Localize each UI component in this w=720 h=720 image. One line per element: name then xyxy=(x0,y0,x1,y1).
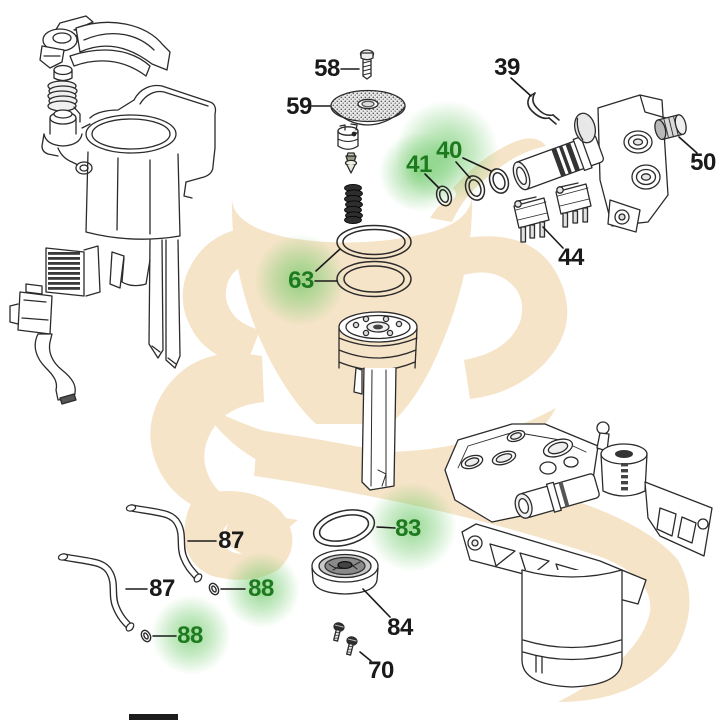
wire-clip-39 xyxy=(527,92,560,125)
piston xyxy=(338,311,418,491)
valve-cap-84 xyxy=(311,549,379,595)
hose-87-b xyxy=(57,553,135,632)
bushing-50 xyxy=(654,114,687,141)
microswitch-2 xyxy=(555,182,592,228)
o-ring-40-a xyxy=(464,175,486,201)
solenoid-valve-assembly xyxy=(512,94,669,233)
bottom-edge-artifact xyxy=(129,714,178,720)
screw-70-a xyxy=(333,622,345,642)
part-label-70: 70 xyxy=(368,657,394,684)
brew-chamber-assembly xyxy=(9,15,217,405)
part-label-59: 59 xyxy=(286,93,312,120)
leader-lines xyxy=(125,68,698,662)
part-label-88b: 88 xyxy=(177,622,203,649)
part-label-84: 84 xyxy=(387,614,413,641)
screw-70-b xyxy=(346,636,358,656)
microswitch-1 xyxy=(513,196,550,243)
o-ring-41 xyxy=(435,185,453,207)
part-label-50: 50 xyxy=(690,149,716,176)
valve-pin xyxy=(344,152,358,174)
highlight-glows xyxy=(151,100,499,675)
part-label-88a: 88 xyxy=(248,575,274,602)
o-ring-88-b xyxy=(140,629,152,643)
valve-retainer-cup xyxy=(337,123,359,150)
part-label-44: 44 xyxy=(558,244,584,271)
piston-spring xyxy=(344,183,363,224)
part-label-40: 40 xyxy=(436,137,462,164)
main-body-assembly xyxy=(444,421,713,688)
part-label-63: 63 xyxy=(288,267,314,294)
shower-screen-59 xyxy=(330,89,406,126)
part-label-87a: 87 xyxy=(218,527,244,554)
o-rings-63 xyxy=(336,224,412,298)
o-ring-88-a xyxy=(208,582,220,596)
hose-87-a xyxy=(125,504,203,583)
part-label-39: 39 xyxy=(494,54,520,81)
part-label-58: 58 xyxy=(314,55,340,82)
screw-58 xyxy=(359,49,375,80)
o-ring-83 xyxy=(312,509,376,547)
part-label-41: 41 xyxy=(406,151,432,178)
part-label-83: 83 xyxy=(395,515,421,542)
part-label-87b: 87 xyxy=(149,575,175,602)
o-ring-40-b xyxy=(488,168,510,194)
